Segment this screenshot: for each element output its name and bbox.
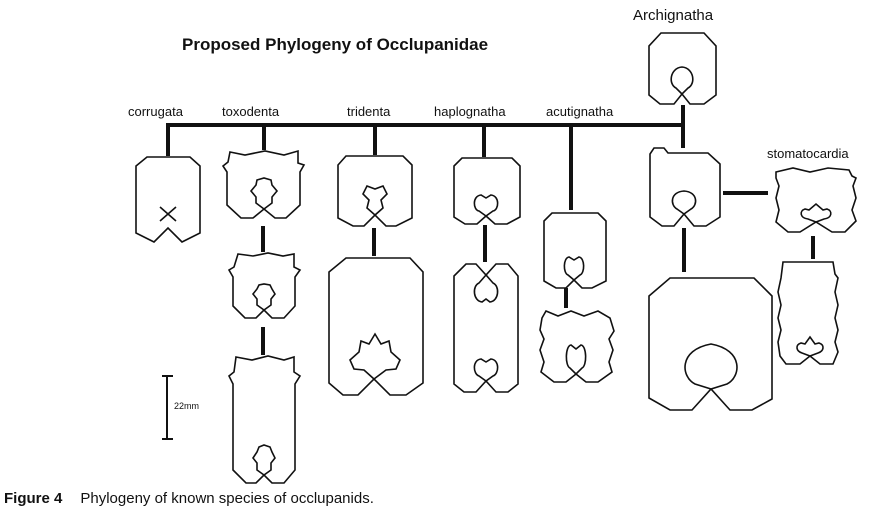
label-tridenta: tridenta <box>347 104 391 119</box>
diagram-title: Proposed Phylogeny of Occlupanidae <box>182 35 489 54</box>
tag-stomatocardia-2 <box>777 261 839 365</box>
tag-archignatha-root <box>648 32 717 105</box>
label-toxodenta: toxodenta <box>222 104 280 119</box>
label-stomatocardia: stomatocardia <box>767 146 849 161</box>
tag-toxodenta-2 <box>227 252 302 319</box>
tag-tridenta-2 <box>328 257 424 396</box>
tag-stomatocardia-1 <box>775 167 858 233</box>
tag-acutignatha-1 <box>543 212 607 289</box>
tag-toxodenta-1 <box>221 149 306 219</box>
tag-corrugata <box>135 156 201 243</box>
figure-number: Figure 4 <box>4 490 63 507</box>
label-archignatha: Archignatha <box>633 7 714 24</box>
figure-caption: Figure 4 Phylogeny of known species of oc… <box>4 490 374 507</box>
label-haplognatha: haplognatha <box>434 104 506 119</box>
label-acutignatha: acutignatha <box>546 104 614 119</box>
tag-toxodenta-3 <box>227 355 302 484</box>
tag-haplognatha-1 <box>453 157 521 225</box>
caption-text: Phylogeny of known species of occlupanid… <box>80 490 374 507</box>
tag-archignatha-1 <box>649 147 721 227</box>
tag-tridenta-1 <box>337 155 413 227</box>
label-corrugata: corrugata <box>128 104 183 119</box>
tag-haplognatha-2 <box>453 263 519 393</box>
scale-bar-label: 22mm <box>174 401 200 411</box>
tag-archignatha-2 <box>648 277 773 411</box>
scale-bar <box>162 375 173 440</box>
tag-acutignatha-2 <box>539 309 615 383</box>
